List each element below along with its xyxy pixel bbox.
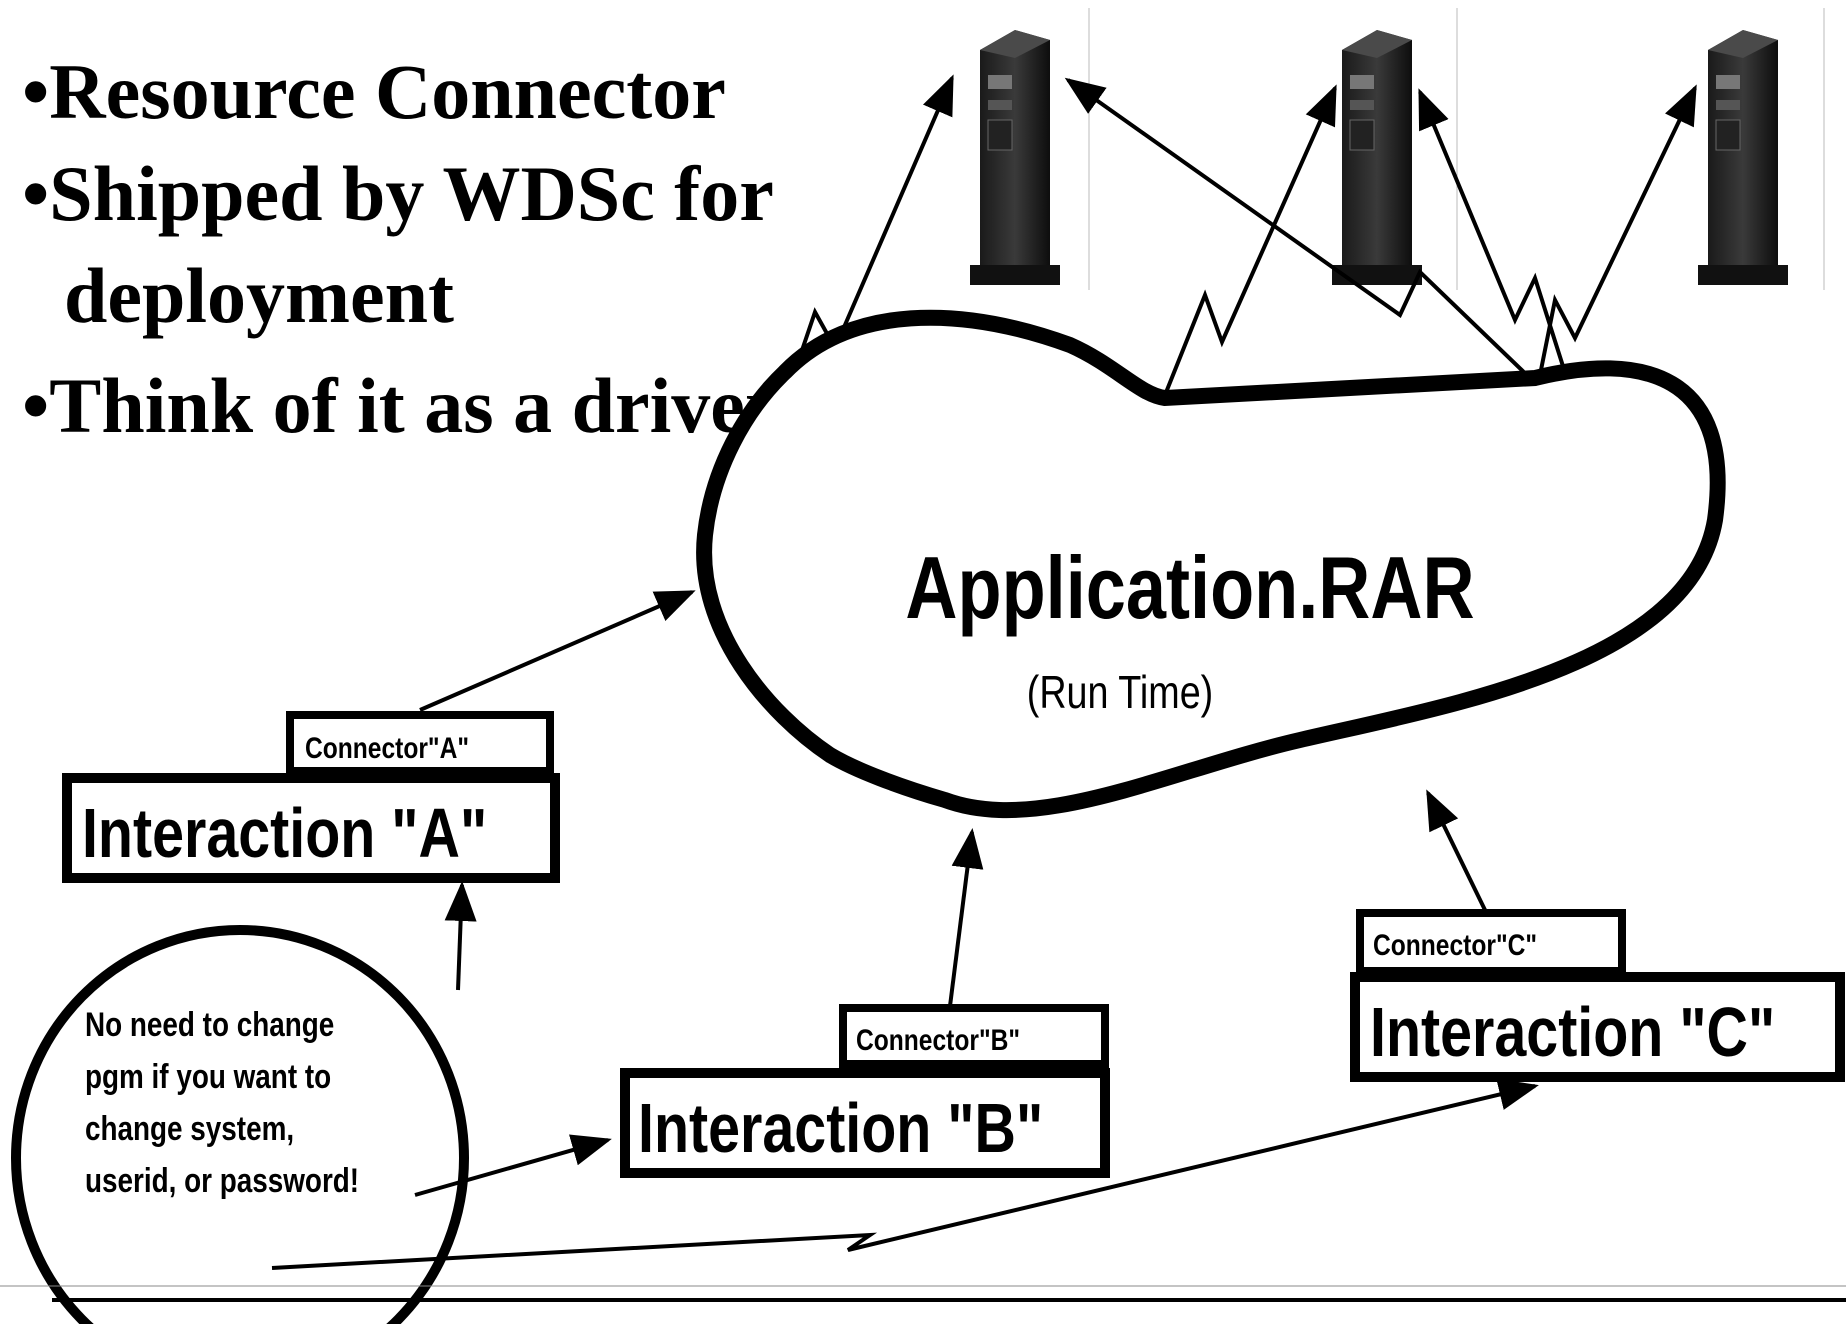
box-c: Connector"C" Interaction "C" <box>1350 909 1845 1082</box>
note-line-3: change system, <box>85 1109 294 1147</box>
interaction-a-box <box>62 773 560 883</box>
server-tower-icon <box>970 30 1060 285</box>
link-cloud-server-2 <box>1163 84 1337 396</box>
server-tower-icon <box>1332 30 1422 285</box>
server-3 <box>1698 30 1788 285</box>
arrow-note-to-a <box>444 881 477 991</box>
note-text: No need to change pgm if you want to cha… <box>85 1005 359 1199</box>
arrow-b-to-cloud <box>948 828 984 1007</box>
arrow-note-to-c <box>271 1078 1539 1270</box>
arrow-note-to-b <box>414 1134 612 1197</box>
runtime-cloud <box>696 309 1726 819</box>
bullet-deployment: deployment <box>64 252 454 339</box>
connector-b-label: Connector"B" <box>856 1023 1020 1057</box>
interaction-a-label: Interaction "A" <box>82 794 487 873</box>
connector-c-label: Connector"C" <box>1373 928 1537 962</box>
note-circle <box>11 925 469 1324</box>
arrow-a-to-cloud <box>419 590 696 712</box>
connector-b-box <box>839 1004 1109 1068</box>
bullet-shipped-by: •Shipped by WDSc for <box>22 150 774 237</box>
arrow-c-to-cloud <box>1426 789 1487 911</box>
bullet-resource-connector: •Resource Connector <box>22 48 726 135</box>
box-a: Connector"A" Interaction "A" <box>62 711 560 883</box>
cloud-subtitle: (Run Time) <box>1027 666 1213 717</box>
cloud-title: Application.RAR <box>905 539 1474 637</box>
connector-a-box <box>286 711 554 775</box>
server-2 <box>1332 30 1422 285</box>
note-line-1: No need to change <box>85 1005 334 1043</box>
connector-c-box <box>1356 909 1626 975</box>
bullet-think-of-it: •Think of it as a driver <box>22 362 780 449</box>
server-tower-icon <box>1698 30 1788 285</box>
note-line-2: pgm if you want to <box>85 1057 331 1095</box>
link-server-1-return <box>1064 77 1532 380</box>
interaction-c-box <box>1350 972 1845 1082</box>
interaction-b-box <box>620 1068 1110 1178</box>
box-b: Connector"B" Interaction "B" <box>620 1004 1110 1178</box>
server-1 <box>970 30 1060 285</box>
interaction-c-label: Interaction "C" <box>1370 993 1775 1072</box>
interaction-b-label: Interaction "B" <box>638 1089 1043 1168</box>
note-line-4: userid, or password! <box>85 1161 359 1199</box>
link-server-2-return <box>1418 88 1570 383</box>
connector-a-label: Connector"A" <box>305 731 469 765</box>
link-cloud-server-3 <box>1536 84 1697 386</box>
